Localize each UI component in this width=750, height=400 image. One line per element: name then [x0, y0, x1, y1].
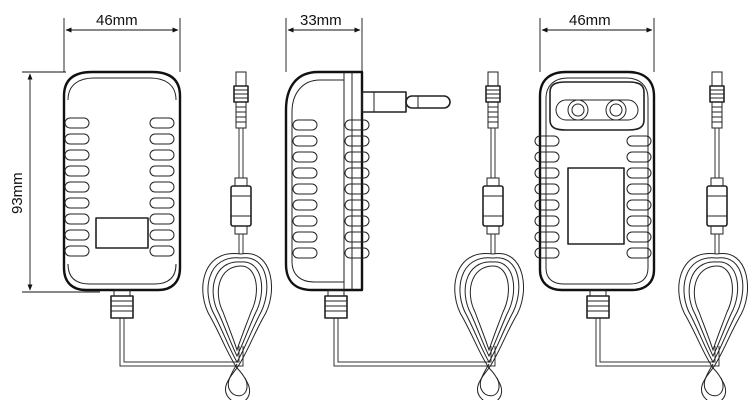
back-width-label: 46mm — [569, 12, 611, 29]
front-view: 46mm 93mm — [9, 12, 273, 400]
front-left-vents — [64, 117, 90, 257]
back-plug-face — [549, 81, 645, 131]
back-view: 46mm — [534, 12, 749, 400]
side-ribs — [292, 119, 370, 259]
back-strain-relief — [586, 289, 610, 319]
back-cable-assembly — [677, 71, 749, 400]
front-cable-assembly — [201, 71, 273, 400]
front-label-window — [95, 217, 149, 249]
back-left-vents — [534, 135, 560, 259]
back-right-vents — [626, 135, 652, 259]
back-label-window — [567, 167, 625, 245]
back-body — [538, 70, 656, 292]
side-strain-relief — [324, 289, 348, 319]
front-strain-relief — [110, 289, 134, 319]
front-right-vents — [149, 117, 175, 257]
front-body — [62, 70, 182, 292]
side-depth-label: 33mm — [300, 12, 342, 29]
side-mains-plug — [361, 91, 451, 113]
height-label: 93mm — [9, 172, 26, 214]
side-cable-assembly — [453, 71, 525, 400]
front-width-label: 46mm — [96, 12, 138, 29]
side-view: 33mm — [284, 12, 525, 400]
side-body — [284, 70, 364, 292]
